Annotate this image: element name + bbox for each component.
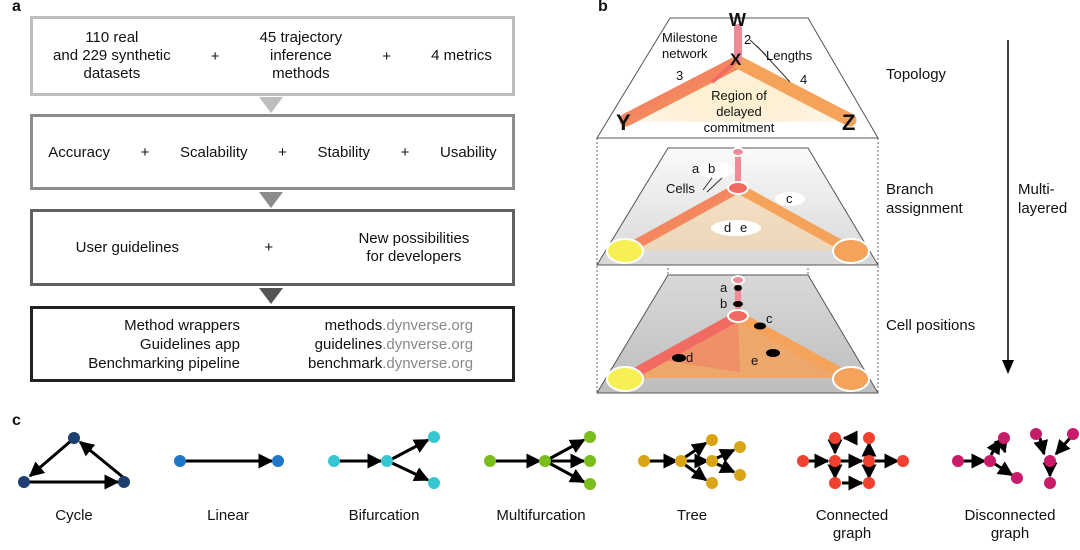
usability-text: Usability [440,143,497,161]
plus-sign: + [278,143,287,161]
milestone-z-label: Z [842,110,856,135]
bifurcation-label: Bifurcation [348,507,420,524]
guidelines-app-text: Guidelines app [139,335,240,353]
down-arrow-icon [259,97,283,113]
milestone-x-label: X [730,50,742,69]
down-arrow-icon [259,192,283,208]
cell-e-dot [766,349,780,357]
cell-c-dot [754,322,766,330]
branch-assignment-label: Branch assignment [886,181,963,217]
plus-sign: + [140,143,150,161]
cell-e-position-label: e [751,353,759,368]
cell-positions-label: Cell positions [886,317,976,334]
bifurcation-nodes [328,431,440,489]
linear-nodes [174,455,284,467]
cell-a-dot [734,285,742,291]
plus-sign: + [382,47,391,65]
guidelines-link[interactable]: guidelines.dynverse.org [314,335,474,353]
metrics-text: 4 metrics [431,47,492,64]
resources-list: Method wrappers Guidelines app Benchmark… [30,306,515,382]
topology-layer [596,17,879,139]
accuracy-text: Accuracy [48,143,110,161]
length-3-label: 3 [676,68,684,83]
cell-d-dot [672,354,686,362]
cell-b-position-label: b [720,296,728,311]
disconnected-graph-nodes [952,428,1079,489]
down-arrow-icon [259,288,283,304]
topology-types-diagram [18,428,1079,491]
topology-label: Topology [886,66,947,83]
milestone-network-label: Milestone network [662,30,718,61]
plus-sign: + [400,143,410,161]
multifurcation-nodes [484,431,596,490]
cycle-label: Cycle [55,507,93,524]
resources-box [30,306,515,382]
panel-label-a: a [12,0,21,15]
plus-sign: + [210,47,220,65]
region-label: Region of delayed commitment [703,88,775,135]
cell-b-label: b [708,161,716,176]
disconnected-graph-label: Disconnected graph [964,507,1056,542]
connected-graph-nodes [797,432,909,489]
stability-text: Stability [317,143,371,161]
outputs-box: User guidelines + New possibilities for … [30,209,515,286]
cell-e-label: e [740,220,748,235]
milestone-y-label: Y [616,110,631,135]
plus-sign: + [264,239,274,256]
panel-label-c: c [12,412,21,429]
tree-nodes [638,434,746,489]
connected-graph-label: Connected graph [815,507,889,542]
datasets-methods-metrics-box: 110 real and 229 synthetic datasets + 45… [30,16,515,96]
milestone-w-label: W [729,10,746,30]
tree-label: Tree [676,507,708,524]
cell-b-dot [733,301,743,307]
cycle-nodes [18,432,130,488]
user-guidelines-text: User guidelines [75,239,180,256]
benchmarking-pipeline-text: Benchmarking pipeline [88,354,240,372]
datasets-text: 110 real and 229 synthetic datasets [53,29,171,82]
developers-text: New possibilities for developers [358,229,470,265]
scalability-text: Scalability [179,143,248,161]
cell-positions-layer [596,274,879,394]
multi-layered-label: Multi- layered [1018,181,1068,217]
cells-label: Cells [666,181,695,196]
cell-a-label: a [692,161,700,176]
benchmark-link[interactable]: benchmark.dynverse.org [308,354,474,372]
method-wrappers-text: Method wrappers [124,316,240,334]
metrics-box: Accuracy + Scalability + Stability + Usa… [30,114,515,190]
linear-label: Linear [207,507,249,524]
methods-link[interactable]: methods.dynverse.org [324,316,474,334]
methods-text: 45 trajectory inference methods [259,29,343,82]
panel-label-b: b [598,0,608,15]
multifurcation-label: Multifurcation [496,507,586,524]
cell-d-label: d [724,220,732,235]
branch-assignment-layer [596,147,879,266]
cell-d-position-label: d [686,350,694,365]
length-2-label: 2 [744,32,752,47]
cell-c-position-label: c [766,311,773,326]
down-arrow-icon [1002,360,1014,374]
cell-c-label: c [786,191,793,206]
lengths-label: Lengths [766,48,813,63]
cell-a-position-label: a [720,280,728,295]
length-4-label: 4 [800,72,808,87]
